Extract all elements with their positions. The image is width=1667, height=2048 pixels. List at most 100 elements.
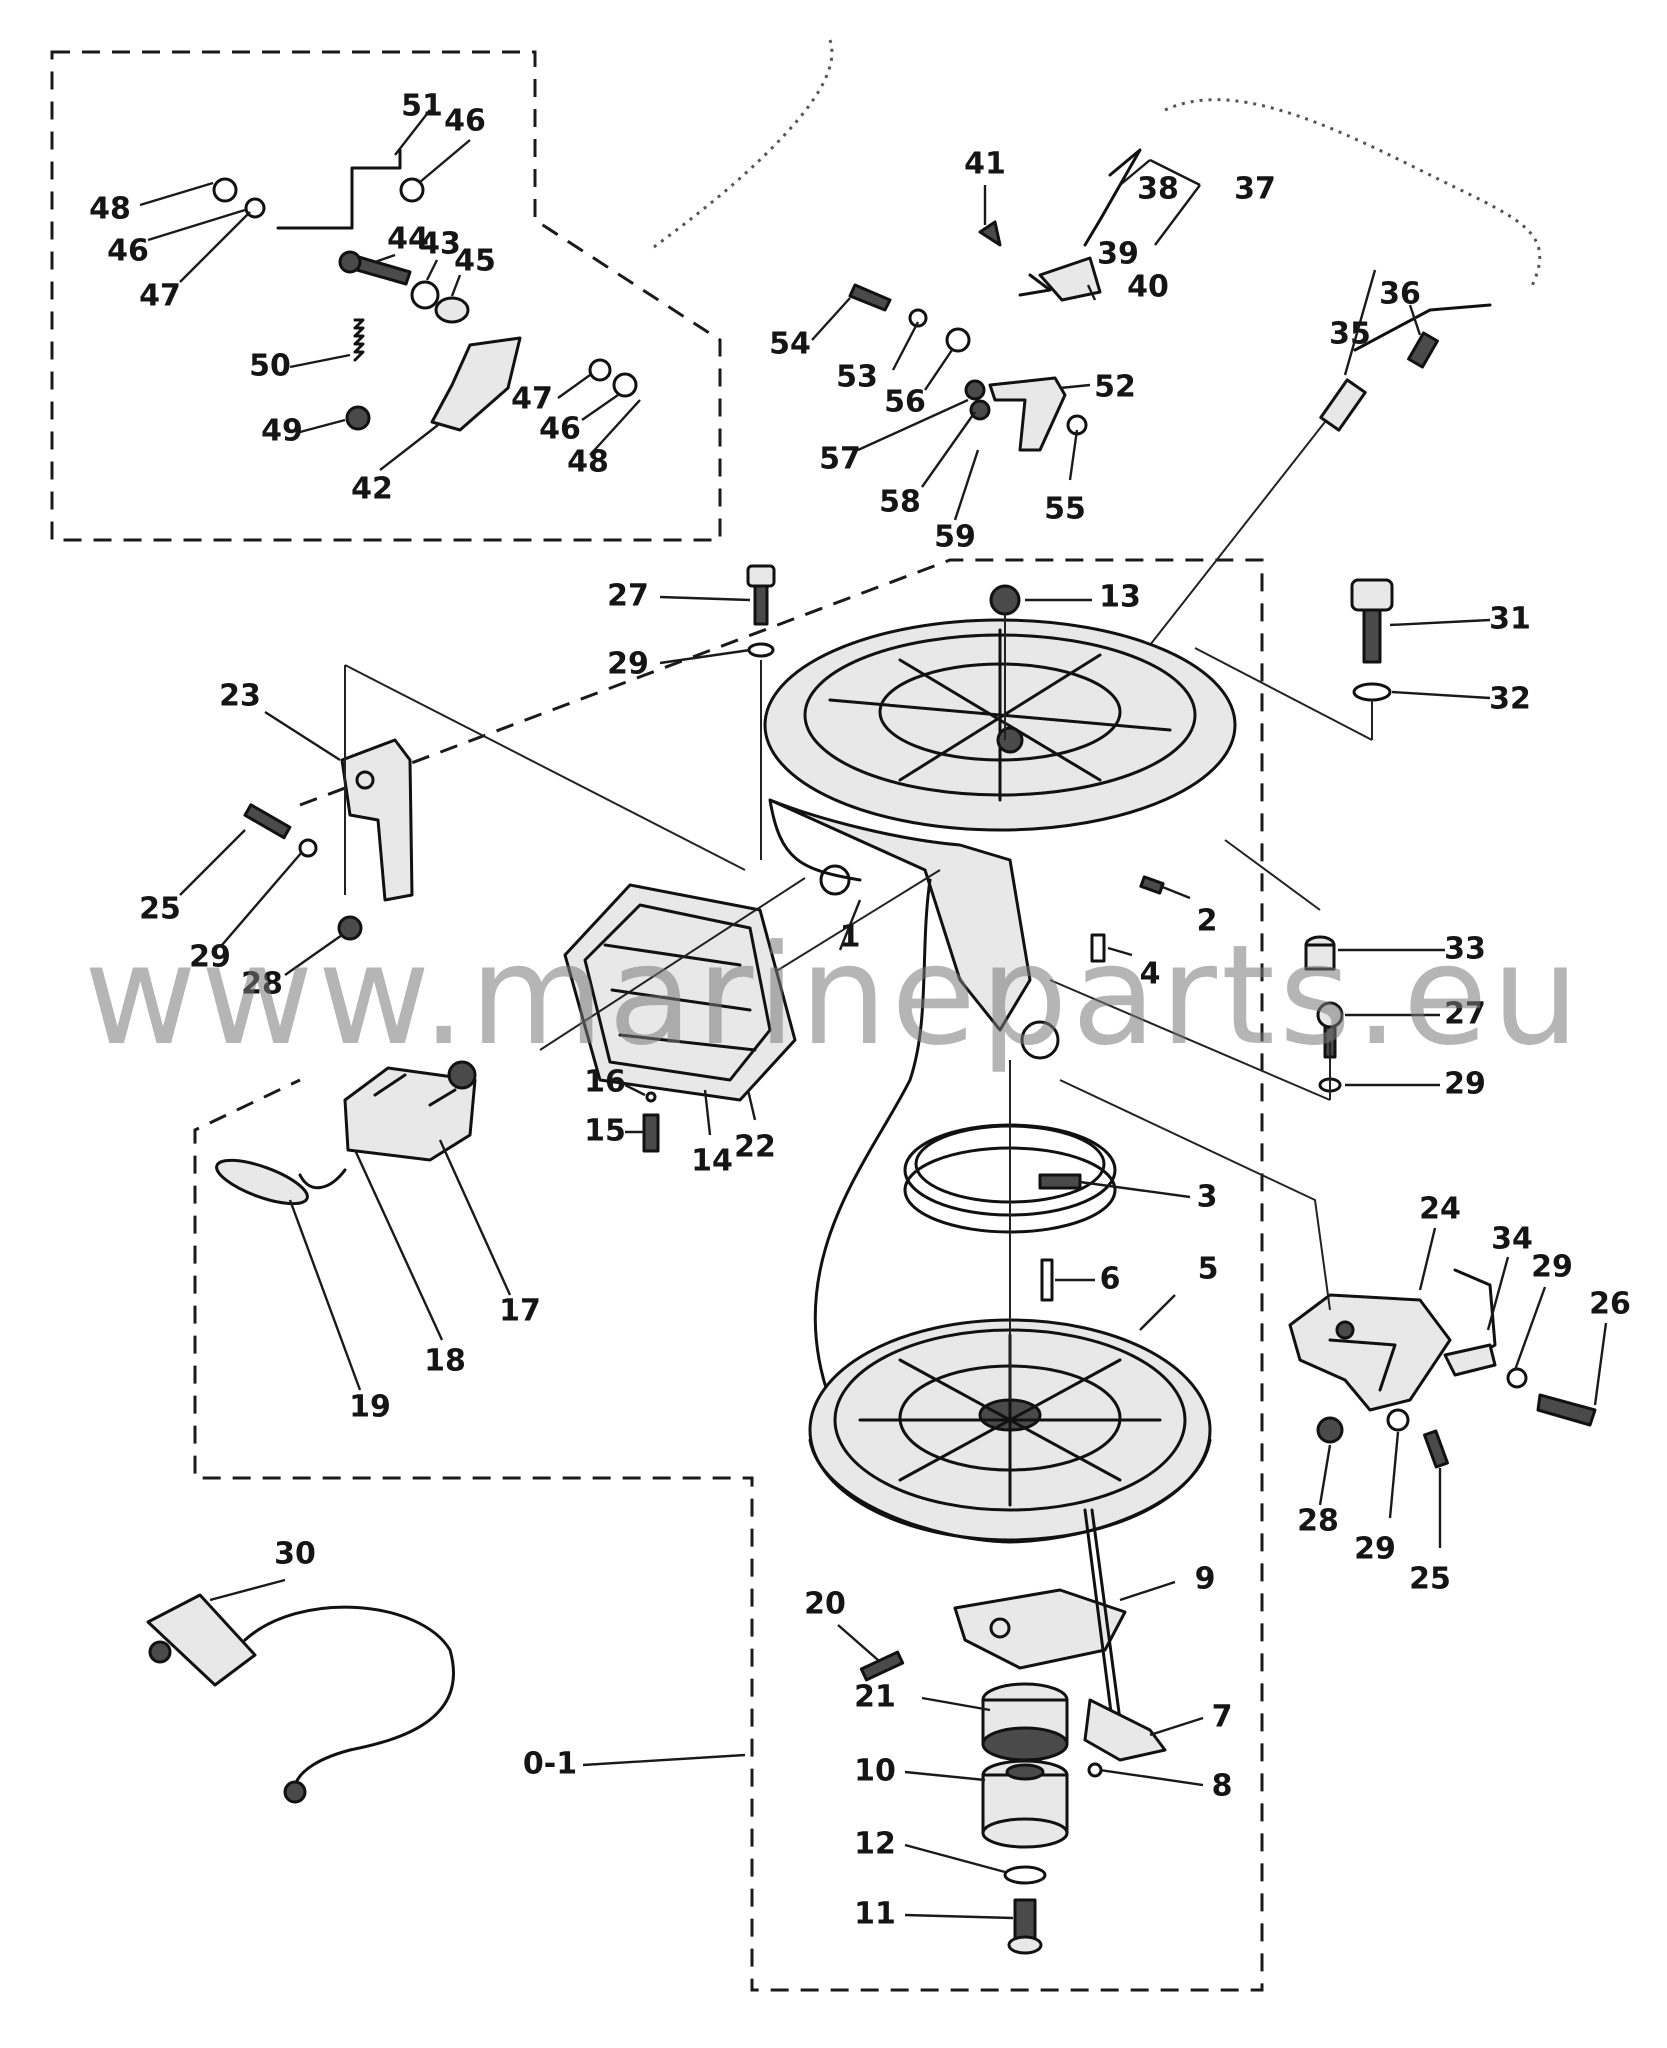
- callout-36: 36: [1379, 277, 1421, 312]
- callout-18: 18: [424, 1344, 466, 1379]
- callout-4: 4: [1140, 957, 1161, 992]
- callout-57: 57: [819, 442, 861, 477]
- callout-33: 33: [1444, 932, 1486, 967]
- starter-housing: [763, 618, 1237, 1060]
- callout-27: 27: [607, 579, 649, 614]
- callout-59: 59: [934, 520, 976, 555]
- inset-box-linkage: [50, 50, 722, 542]
- callout-54: 54: [769, 327, 811, 362]
- bolt-part: [1049, 979, 1344, 1311]
- callout-23: 23: [219, 679, 261, 714]
- callout-1: 1: [840, 920, 861, 955]
- callout-12: 12: [854, 1827, 896, 1862]
- retainer-part: [981, 1759, 1069, 1849]
- spacer-part: [1224, 839, 1336, 971]
- pin-part: [859, 1650, 905, 1682]
- callout-31: 31: [1489, 602, 1531, 637]
- bracket-link-part: [848, 283, 1088, 452]
- rope-pulley-part: [808, 1060, 1212, 1544]
- callout-32: 32: [1489, 682, 1531, 717]
- cam-lever-part: [430, 336, 522, 432]
- callout-29: 29: [607, 647, 649, 682]
- callout-27: 27: [1444, 997, 1486, 1032]
- callout-46: 46: [107, 234, 149, 269]
- callout-5: 5: [1198, 1252, 1219, 1287]
- callout-26: 26: [1589, 1287, 1631, 1322]
- bolt-part: [746, 564, 1165, 963]
- spring-part: [353, 318, 365, 362]
- callout-34: 34: [1491, 1222, 1533, 1257]
- callout-0-1: 0-1: [523, 1747, 577, 1782]
- screw-part: [338, 250, 412, 286]
- callout-38: 38: [1137, 172, 1179, 207]
- callout-29: 29: [1444, 1067, 1486, 1102]
- callout-15: 15: [584, 1114, 626, 1149]
- callout-17: 17: [499, 1294, 541, 1329]
- callout-47: 47: [511, 382, 553, 417]
- callout-7: 7: [1212, 1700, 1233, 1735]
- callout-48: 48: [567, 445, 609, 480]
- screw-part: [642, 1091, 660, 1153]
- bushing-part: [434, 296, 470, 324]
- callout-43: 43: [419, 227, 461, 262]
- pawl-arm-part: [1083, 1508, 1167, 1778]
- callout-53: 53: [836, 360, 878, 395]
- callout-56: 56: [884, 385, 926, 420]
- callout-51: 51: [401, 89, 443, 124]
- leader-lines: [139, 109, 1608, 1920]
- callout-44: 44: [387, 222, 429, 257]
- callout-3: 3: [1197, 1180, 1218, 1215]
- starter-handle-part: [343, 1060, 477, 1162]
- callout-50: 50: [249, 349, 291, 384]
- screw-part: [1316, 1367, 1597, 1469]
- callout-25: 25: [139, 892, 181, 927]
- washer-part: [212, 177, 638, 398]
- callout-52: 52: [1094, 370, 1136, 405]
- callout-47: 47: [139, 279, 181, 314]
- kill-switch-cord-part: [146, 1593, 455, 1804]
- callout-10: 10: [854, 1754, 896, 1789]
- callout-46: 46: [539, 412, 581, 447]
- part-number-labels: 48 46 47 51 46 44 43 45 50 49 42 47 46 4…: [89, 89, 1631, 1932]
- callout-28: 28: [241, 967, 283, 1002]
- lockout-bracket-part: [1288, 1293, 1452, 1412]
- bushing-cap-part: [981, 1682, 1069, 1762]
- callout-6: 6: [1100, 1262, 1121, 1297]
- handle-grip-part: [215, 1158, 347, 1206]
- callout-22: 22: [734, 1130, 776, 1165]
- callout-40: 40: [1127, 270, 1169, 305]
- callout-29: 29: [1531, 1250, 1573, 1285]
- bolt-part: [243, 803, 363, 941]
- callout-49: 49: [261, 414, 303, 449]
- callout-45: 45: [454, 244, 496, 279]
- callout-21: 21: [854, 1680, 896, 1715]
- callout-13: 13: [1099, 580, 1141, 615]
- callout-39: 39: [1097, 237, 1139, 272]
- callout-9: 9: [1195, 1562, 1216, 1597]
- callout-55: 55: [1044, 492, 1086, 527]
- callout-35: 35: [1329, 317, 1371, 352]
- callout-20: 20: [804, 1587, 846, 1622]
- callout-14: 14: [691, 1144, 733, 1179]
- nut-part: [345, 405, 371, 431]
- callout-28: 28: [1297, 1504, 1339, 1539]
- callout-41: 41: [964, 147, 1006, 182]
- callout-16: 16: [584, 1065, 626, 1100]
- pawl-plate-part: [953, 1588, 1127, 1670]
- callout-42: 42: [351, 472, 393, 507]
- lockout-lever-part: [1443, 1268, 1497, 1377]
- rope-guide-part: [539, 877, 806, 1102]
- callout-24: 24: [1419, 1192, 1461, 1227]
- callout-8: 8: [1212, 1769, 1233, 1804]
- callout-19: 19: [349, 1390, 391, 1425]
- bolt-part: [1007, 1898, 1043, 1955]
- callout-30: 30: [274, 1537, 316, 1572]
- housing-bolt-part: [1194, 578, 1394, 741]
- callout-25: 25: [1409, 1562, 1451, 1597]
- callout-46: 46: [444, 104, 486, 139]
- callout-11: 11: [854, 1897, 896, 1932]
- callout-48: 48: [89, 192, 131, 227]
- callout-58: 58: [879, 485, 921, 520]
- throttle-cable: [649, 39, 1542, 646]
